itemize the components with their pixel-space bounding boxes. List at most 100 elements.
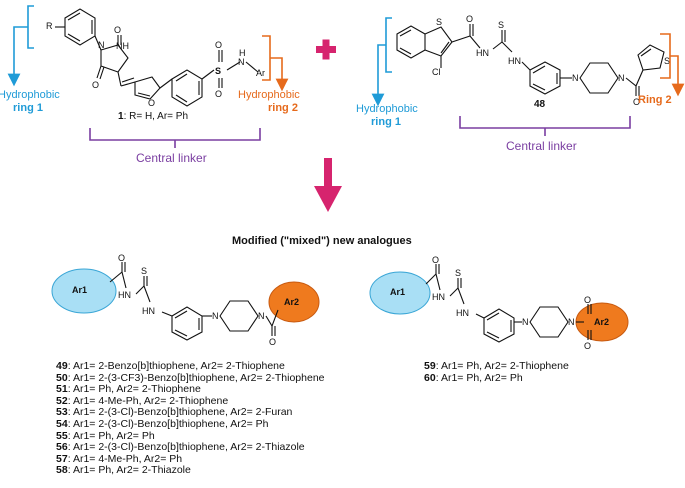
svg-text:S: S [455,268,461,278]
list-item: 54: Ar1= 2-(3-Cl)-Benzo[b]thiophene, Ar2… [56,417,325,431]
svg-text:S: S [141,266,147,276]
svg-text:N: N [522,317,529,327]
plus-sign-shape [316,39,336,60]
compound-number: 52 [56,394,68,407]
list-item: 52: Ar1= 4-Me-Ph, Ar2= 2-Thiophene [56,394,325,408]
compound-number: 53 [56,406,68,419]
svg-text:O: O [215,89,222,99]
ring2-bracket-right [660,33,685,97]
compound-definition: : Ar1= Ph, Ar2= 2-Thiophene [67,383,201,396]
compound-number: 59 [424,360,436,372]
svg-text:N: N [258,311,265,321]
svg-text:HN: HN [508,56,521,66]
compound-1-structure [55,8,259,107]
central-linker-label-right: Central linker [506,139,577,153]
compound-number: 57 [56,452,68,465]
svg-text:O: O [269,337,276,347]
ring2-sub-left: ring 2 [268,102,298,114]
ring1-word-right: Hydrophobic [356,103,418,115]
atom-ar-label: Ar [256,68,265,78]
hydrophobic-ring1-label-left: Hydrophobic ring 1 [0,89,60,114]
compound-number: 56 [56,441,68,454]
ring1-word-left: Hydrophobic [0,89,60,101]
section-heading: Modified ("mixed") new analogues [232,235,412,247]
list-item: 60: Ar1= Ph, Ar2= Ph [424,371,569,385]
svg-text:H: H [239,48,246,58]
generic-right-structure [425,264,592,343]
compound-number: 60 [424,371,436,384]
compound-definition: : Ar1= 2-(3-Cl)-Benzo[b]thiophene, Ar2= … [67,406,293,419]
compound-48-structure [396,24,665,96]
compound-48-caption: 48 [534,99,546,110]
list-item: 49: Ar1= 2-Benzo[b]thiophene, Ar2= 2-Thi… [56,360,325,373]
ring2-bracket-left [262,35,289,92]
svg-text:S: S [664,56,670,66]
generic-left-atoms: O S HN HN N N O [118,253,276,347]
ring2-label-right: Ring 2 [638,94,672,106]
compound-number: 50 [56,371,68,384]
svg-text:N: N [568,317,575,327]
svg-text:O: O [215,40,222,50]
compound-number: 58 [56,464,68,477]
svg-text:O: O [633,97,640,107]
svg-text:HN: HN [476,48,489,58]
svg-text:O: O [148,98,155,108]
svg-text:HN: HN [118,290,131,300]
central-linker-label-left: Central linker [136,151,207,165]
compound-definition: : Ar1= Ph, Ar2= Ph [435,371,523,384]
svg-text:N: N [618,73,625,83]
down-arrow-shape [314,158,342,212]
svg-text:O: O [114,25,121,35]
svg-text:HN: HN [142,306,155,316]
compound-list-left: 49: Ar1= 2-Benzo[b]thiophene, Ar2= 2-Thi… [56,360,325,477]
compound-definition: : Ar1= 2-(3-Cl)-Benzo[b]thiophene, Ar2= … [67,417,269,430]
ar2-ellipse-left [268,281,320,323]
svg-text:S: S [215,66,221,76]
compound-number: 49 [56,360,68,372]
compound-definition: : Ar1= 2-(3-CF3)-Benzo[b]thiophene, Ar2=… [67,371,325,384]
compound-definition: : Ar1= 4-Me-Ph, Ar2= Ph [67,452,183,465]
ring1-bracket-left [7,5,34,87]
svg-text:O: O [466,14,473,24]
atom-cl-label: Cl [432,67,441,77]
svg-text:N: N [98,40,105,50]
generic-left-structure [109,262,279,341]
compound-definition: : Ar1= 4-Me-Ph, Ar2= 2-Thiophene [67,394,229,407]
svg-text:O: O [432,255,439,265]
compound-1-number: 1 [118,111,124,122]
ring1-sub-right: ring 1 [371,116,401,128]
svg-text:N: N [572,73,579,83]
compound-1-definition: : R= H, Ar= Ph [123,111,189,122]
svg-text:HN: HN [432,292,445,302]
compound-1-caption: 1: R= H, Ar= Ph [118,112,188,122]
ring1-sub-left: ring 1 [13,102,43,114]
svg-text:S: S [498,20,504,30]
compound-number: 55 [56,429,68,442]
svg-text:N: N [238,57,245,67]
list-item: 51: Ar1= Ph, Ar2= 2-Thiophene [56,383,325,396]
compound-definition: : Ar1= 2-(3-Cl)-Benzo[b]thiophene, Ar2= … [67,441,305,454]
list-item: 50: Ar1= 2-(3-CF3)-Benzo[b]thiophene, Ar… [56,371,325,385]
svg-text:S: S [436,17,442,27]
ar1-label-left: Ar1 [72,285,88,295]
compound-1-atoms: N NH O O O S O O N H [92,25,246,108]
ar2-label-right: Ar2 [594,317,610,327]
svg-text:NH: NH [116,41,129,51]
atom-r-label: R [46,21,53,31]
compound-definition: : Ar1= Ph, Ar2= 2-Thiazole [67,464,191,477]
compound-definition: : Ar1= 2-Benzo[b]thiophene, Ar2= 2-Thiop… [67,360,285,372]
svg-text:O: O [584,295,591,305]
ar1-ellipse-right [369,271,431,315]
list-item: 53: Ar1= 2-(3-Cl)-Benzo[b]thiophene, Ar2… [56,407,325,419]
compound-number: 54 [56,417,68,430]
svg-text:N: N [212,311,219,321]
svg-text:O: O [118,253,125,263]
ring2-word-left: Hydrophobic [238,89,300,101]
list-item: 59: Ar1= Ph, Ar2= 2-Thiophene [424,360,569,373]
ring1-bracket-right [371,17,392,107]
compound-number: 51 [56,383,68,396]
ar2-label-left: Ar2 [284,297,300,307]
hydrophobic-ring2-label-left: Hydrophobic ring 2 [238,90,328,114]
